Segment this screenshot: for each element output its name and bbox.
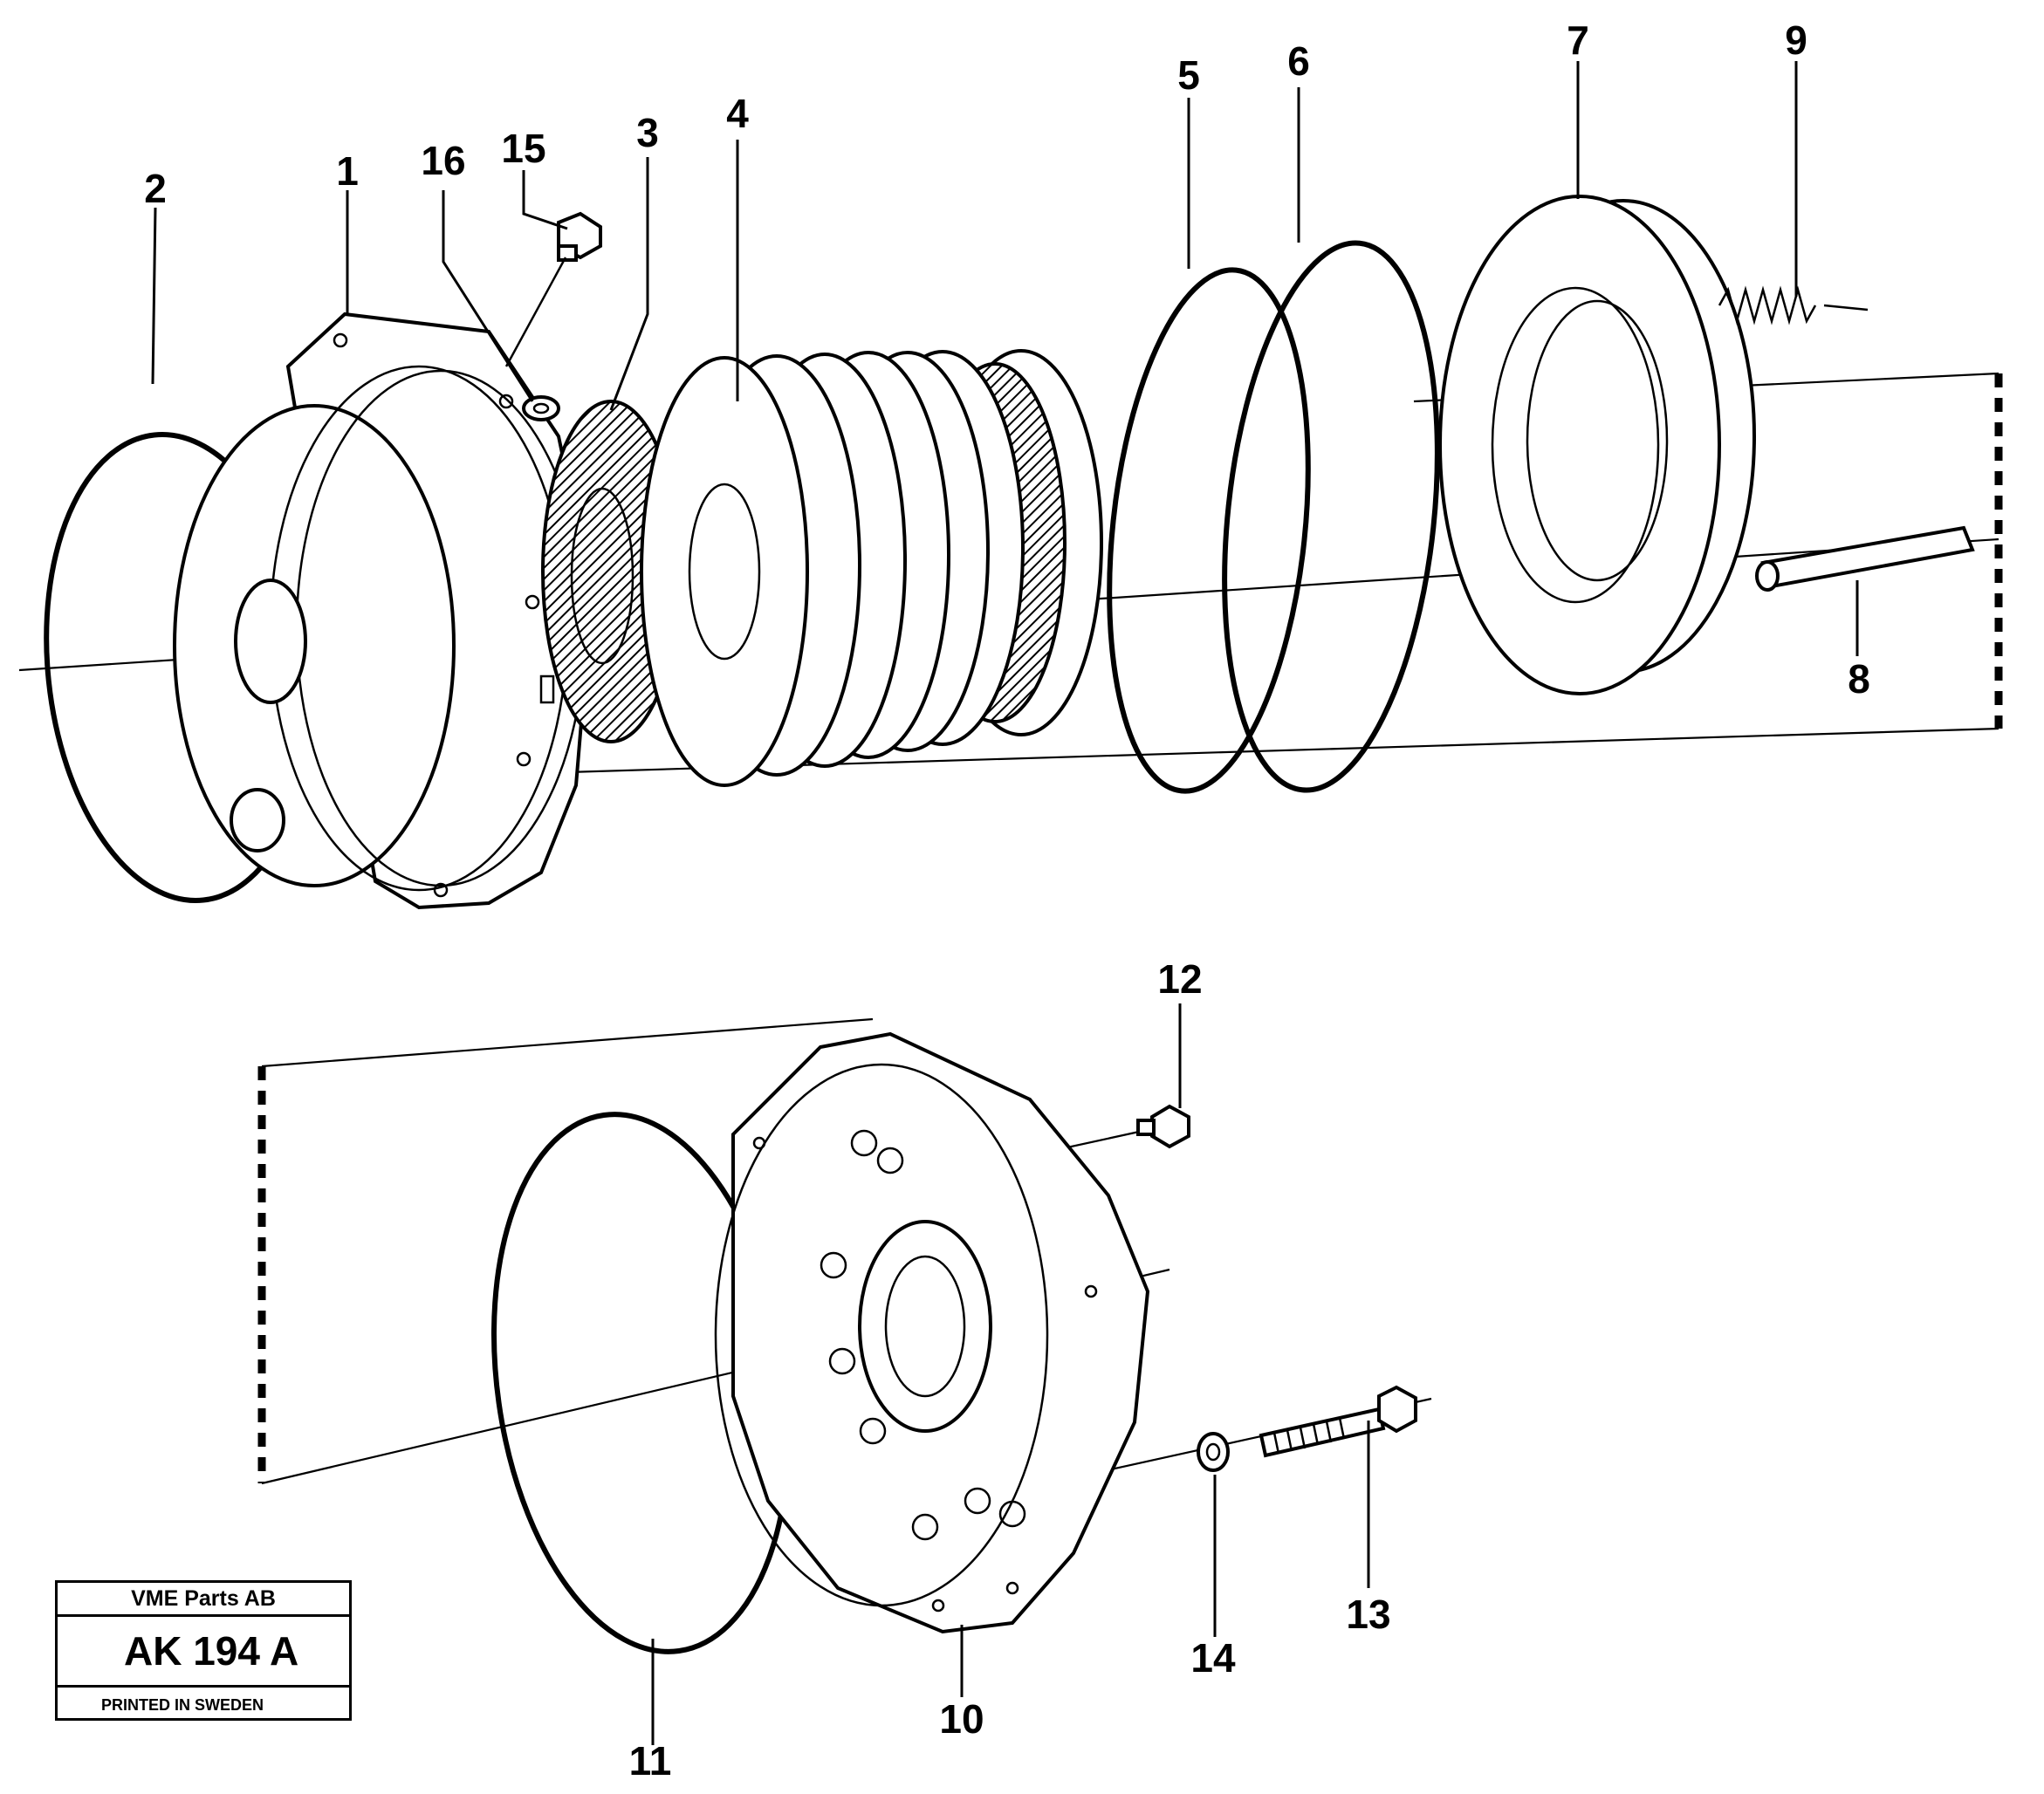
printed-note: PRINTED IN SWEDEN: [101, 1696, 264, 1714]
company-name: VME Parts AB: [58, 1583, 349, 1617]
leader-15: [522, 170, 568, 230]
part-6-seal-ring: [1222, 240, 1440, 793]
callout-2: 2: [144, 166, 167, 211]
callout-3: 3: [636, 110, 659, 155]
callout-5: 5: [1177, 52, 1200, 98]
part-1-housing: [173, 312, 587, 910]
callout-14: 14: [1190, 1635, 1236, 1681]
callout-10: 10: [939, 1696, 984, 1742]
callout-13: 13: [1346, 1592, 1390, 1637]
plug-axis: [504, 257, 567, 367]
callout-8: 8: [1848, 656, 1870, 702]
part-9-spring: [1718, 285, 1869, 325]
part-4-plate-stack: [640, 349, 1103, 787]
part-16-washer: [522, 395, 560, 421]
callout-6: 6: [1287, 38, 1310, 84]
callout-4: 4: [726, 91, 749, 136]
drawing-number: AK 194 A: [58, 1617, 349, 1688]
leader-3: [609, 157, 649, 411]
lower-guide-line-top: [261, 1017, 874, 1068]
title-block: VME Parts AB AK 194 A PRINTED IN SWEDEN: [55, 1580, 352, 1721]
callout-11: 11: [629, 1738, 672, 1784]
callout-15: 15: [501, 126, 545, 171]
part-5-snap-ring: [1107, 267, 1311, 794]
part-8-pin: [1755, 525, 1975, 592]
callout-9: 9: [1785, 17, 1807, 63]
upper-guide-line: [566, 727, 1999, 774]
part-10-cover: [714, 1031, 1150, 1634]
part-14-washer: [1197, 1432, 1230, 1472]
callout-12: 12: [1157, 956, 1202, 1002]
leader-2: [151, 207, 157, 385]
part-7-piston: [1438, 195, 1756, 695]
leader-16: [442, 190, 534, 402]
part-15-plug: [557, 211, 602, 262]
callout-7: 7: [1567, 17, 1589, 63]
part-3-friction-disc: [541, 400, 681, 743]
callout-16: 16: [421, 138, 465, 183]
part-13-bolt: [1259, 1385, 1417, 1458]
part-12-nut: [1136, 1104, 1190, 1149]
callout-1: 1: [336, 148, 359, 194]
